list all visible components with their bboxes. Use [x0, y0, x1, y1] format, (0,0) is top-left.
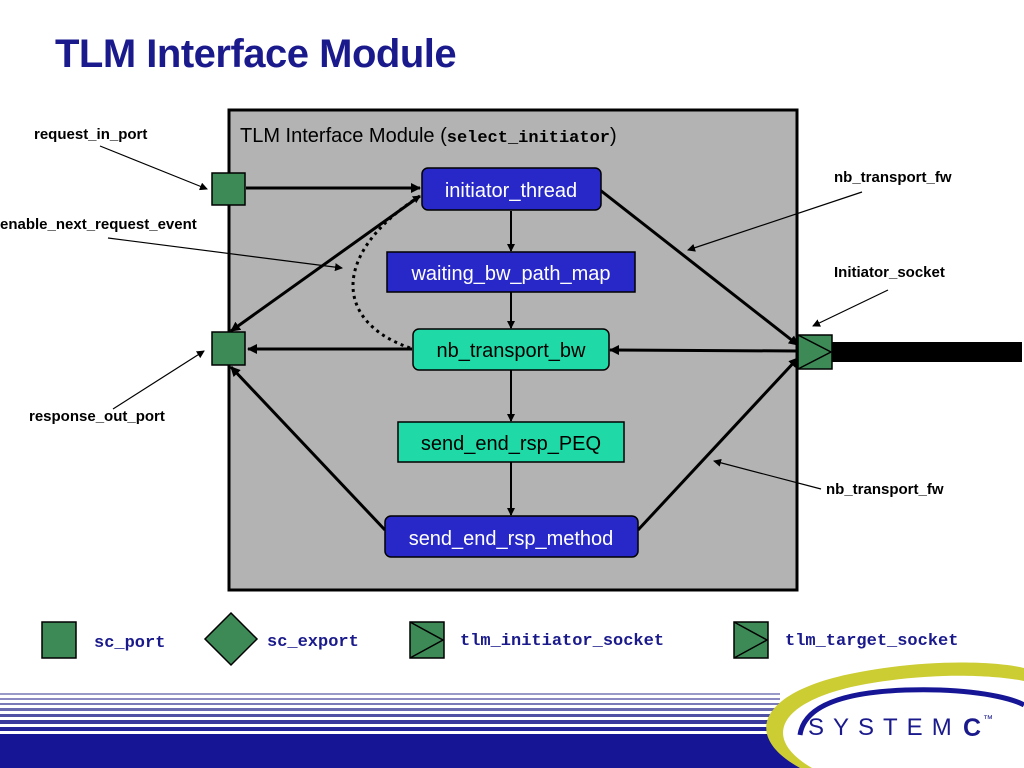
- legend-sc-port-symbol: [41, 621, 77, 659]
- page-title: TLM Interface Module: [55, 32, 457, 76]
- svg-text:initiator_thread: initiator_thread: [445, 180, 577, 202]
- enable-next-request-event-path: [351, 194, 421, 350]
- socket-connector-bar: [831, 342, 1022, 362]
- request-in-port: [211, 172, 246, 206]
- label-enable-next-request-event: enable_next_request_event: [0, 216, 197, 233]
- logo-tm: ™: [983, 714, 993, 725]
- label-initiator-socket: Initiator_socket: [834, 264, 945, 281]
- label-nb-transport-fw-top: nb_transport_fw: [834, 169, 952, 186]
- svg-text:send_end_rsp_method: send_end_rsp_method: [409, 528, 614, 550]
- initiator-socket: [797, 334, 833, 370]
- legend-sc-export-symbol: [203, 611, 259, 667]
- label-request-in-port: request_in_port: [34, 126, 147, 143]
- svg-text:waiting_bw_path_map: waiting_bw_path_map: [410, 263, 610, 285]
- logo-arc: [797, 687, 1024, 736]
- response-out-port: [211, 331, 246, 366]
- legend-sc-port-label: sc_port: [94, 634, 165, 653]
- label-nb-transport-fw-bottom: nb_transport_fw: [826, 481, 944, 498]
- footer-stripes: [0, 693, 780, 731]
- process-initiator-thread: initiator_thread: [421, 167, 602, 211]
- legend-target-socket-label: tlm_target_socket: [785, 632, 958, 651]
- process-waiting-bw-path-map: waiting_bw_path_map: [386, 251, 636, 293]
- svg-text:send_end_rsp_PEQ: send_end_rsp_PEQ: [421, 433, 601, 455]
- process-send-end-rsp-peq: send_end_rsp_PEQ: [397, 421, 625, 463]
- legend-initiator-socket-label: tlm_initiator_socket: [460, 632, 664, 651]
- legend-target-socket-symbol: [733, 621, 769, 659]
- legend: sc_port sc_export tlm_initiator_socket t…: [41, 611, 958, 667]
- annotation-pointers: [99, 145, 889, 490]
- logo-text: SYSTEM: [808, 714, 961, 741]
- flow-arrows: [229, 183, 800, 532]
- arrow-thread-to-socket: [599, 188, 799, 347]
- arrow-method-to-socket: [636, 356, 800, 532]
- legend-initiator-socket-symbol: [409, 621, 445, 659]
- svg-text:nb_transport_bw: nb_transport_bw: [437, 340, 587, 362]
- annotation-labels: request_in_port enable_next_request_even…: [0, 126, 952, 498]
- module-title: TLM Interface Module (select_initiator): [240, 125, 617, 148]
- process-send-end-rsp-method: send_end_rsp_method: [384, 515, 639, 558]
- arrow-socket-to-bw: [609, 345, 799, 356]
- logo-c: C: [963, 714, 981, 742]
- footer: SYSTEM C ™: [0, 662, 1024, 768]
- process-nb-transport-bw: nb_transport_bw: [412, 328, 610, 371]
- arrow-method-to-response: [229, 365, 387, 532]
- label-response-out-port: response_out_port: [29, 408, 165, 425]
- legend-sc-export-label: sc_export: [267, 633, 359, 652]
